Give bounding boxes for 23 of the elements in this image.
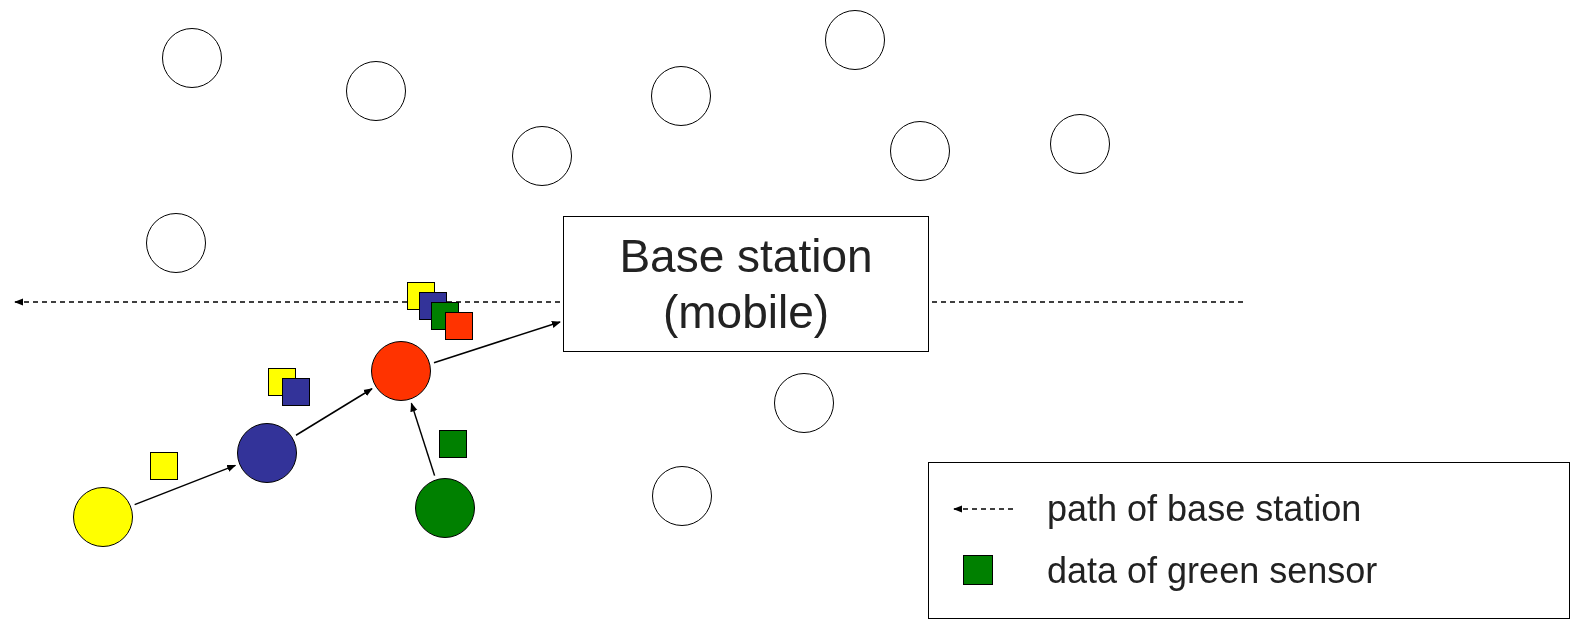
arrow (295, 388, 373, 436)
sensor-circle (415, 478, 475, 538)
sensor-circle (825, 10, 885, 70)
sensor-circle (346, 61, 406, 121)
sensor-circle (651, 66, 711, 126)
legend-text: data of green sensor (1047, 551, 1378, 591)
arrow (410, 402, 436, 477)
dashed-arrow (14, 298, 561, 306)
arrow (433, 321, 561, 364)
sensor-circle (774, 373, 834, 433)
sensor-circle (890, 121, 950, 181)
legend-text: path of base station (1047, 489, 1362, 529)
sensor-circle (73, 487, 133, 547)
base-station-label: Base station (mobile) (618, 229, 874, 340)
sensor-circle (146, 213, 206, 273)
base-station-box (563, 216, 929, 352)
arrow (133, 464, 237, 506)
sensor-circle (237, 423, 297, 483)
sensor-circle (162, 28, 222, 88)
sensor-circle (1050, 114, 1110, 174)
sensor-circle (652, 466, 712, 526)
sensor-circle (371, 341, 431, 401)
sensor-circle (512, 126, 572, 186)
